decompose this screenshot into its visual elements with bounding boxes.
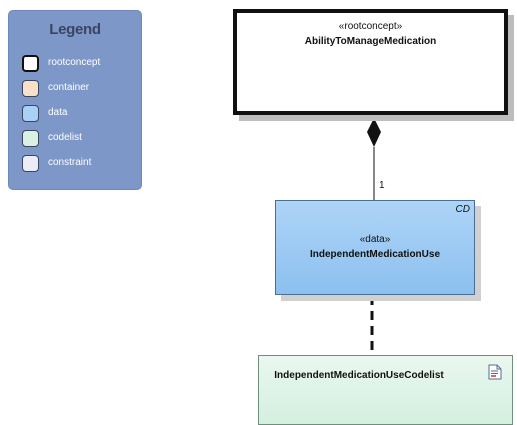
document-icon bbox=[488, 364, 502, 380]
root-stereotype: «rootconcept» bbox=[338, 21, 403, 32]
data-name: IndependentMedicationUse bbox=[309, 249, 440, 260]
legend-label: rootconcept bbox=[48, 57, 101, 68]
legend-title: Legend bbox=[49, 21, 101, 38]
root-name: AbilityToManageMedication bbox=[304, 36, 437, 47]
legend-swatch-constraint bbox=[22, 155, 39, 172]
rootconcept-box[interactable]: «rootconcept» AbilityToManageMedication bbox=[233, 9, 508, 115]
legend-label: data bbox=[48, 107, 68, 118]
legend-swatch-container bbox=[22, 80, 39, 97]
composition-diamond bbox=[367, 118, 381, 147]
legend-swatch-rootconcept bbox=[22, 55, 39, 72]
codelist-name: IndependentMedicationUseCodelist bbox=[274, 370, 444, 381]
data-stereotype: «data» bbox=[359, 234, 391, 245]
legend-label: constraint bbox=[48, 157, 92, 168]
legend-label: codelist bbox=[48, 132, 82, 143]
legend-swatch-codelist bbox=[22, 130, 39, 147]
legend-label: container bbox=[48, 82, 90, 93]
data-box[interactable]: CD «data» IndependentMedicationUse bbox=[275, 200, 475, 295]
codelist-box[interactable]: IndependentMedicationUseCodelist bbox=[258, 355, 513, 425]
data-tag: CD bbox=[455, 204, 470, 215]
multiplicity-label: 1 bbox=[379, 180, 385, 191]
legend-panel: Legend rootconcept container data codeli… bbox=[8, 10, 142, 190]
legend-swatch-data bbox=[22, 105, 39, 122]
